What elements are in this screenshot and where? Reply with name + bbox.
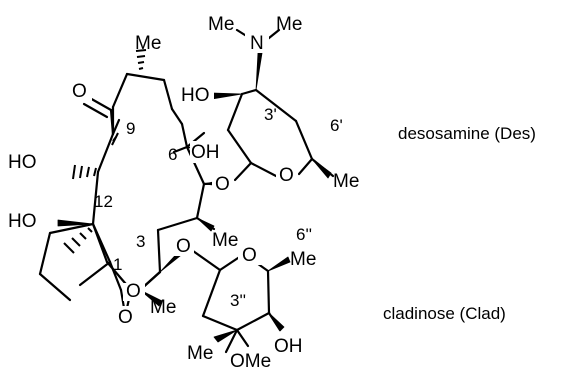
label-ho-desosamine: HO	[181, 85, 210, 106]
label-o-ring-cladinose: O	[242, 245, 257, 266]
position-locants: 3' 6' 9 6 12 3 1 6'' 3''	[94, 105, 343, 310]
label-me-n-right: Me	[276, 14, 302, 35]
label-oh-cladinose: OH	[274, 336, 303, 357]
label-o-lactone: O	[126, 281, 141, 302]
locant-3: 3	[136, 232, 145, 251]
locant-12: 12	[94, 192, 113, 211]
label-masks	[6, 31, 298, 328]
locant-9: 9	[126, 119, 135, 138]
locant-3-double-prime: 3''	[230, 291, 246, 310]
label-o-ring-desosamine: O	[279, 165, 294, 186]
caption-desosamine: desosamine (Des)	[398, 124, 536, 143]
locant-6-prime: 6'	[330, 116, 343, 135]
label-ho-c11: HO	[8, 152, 37, 173]
label-o-ketone: O	[72, 81, 87, 102]
label-ho-c12: HO	[8, 211, 37, 232]
label-me-n-left: Me	[208, 14, 234, 35]
locant-1: 1	[113, 255, 122, 274]
bond-lines	[38, 28, 335, 354]
label-oh-c6: OH	[191, 142, 220, 163]
label-o-glyco-cladinose: O	[176, 236, 191, 257]
label-ome: OMe	[230, 351, 271, 372]
locant-6-double-prime: 6''	[296, 225, 312, 244]
locant-3-prime: 3'	[264, 105, 277, 124]
caption-cladinose: cladinose (Clad)	[383, 304, 506, 323]
label-n: N	[250, 33, 264, 54]
label-me-c8: Me	[212, 230, 238, 251]
label-o-glyco-desosamine: O	[215, 174, 230, 195]
label-me-cladinose: Me	[290, 249, 316, 270]
label-me-top: Me	[135, 33, 161, 54]
label-me-c3pp: Me	[187, 343, 213, 364]
stereo-wedge-bonds	[57, 52, 332, 343]
locant-6: 6	[168, 145, 177, 164]
label-me-desosamine: Me	[333, 171, 359, 192]
label-o-carbonyl: O	[118, 307, 133, 328]
atom-labels: Me N Me HO O Me O Me O OH HO HO Me O O O…	[8, 14, 359, 372]
label-me-c2: Me	[150, 297, 176, 318]
